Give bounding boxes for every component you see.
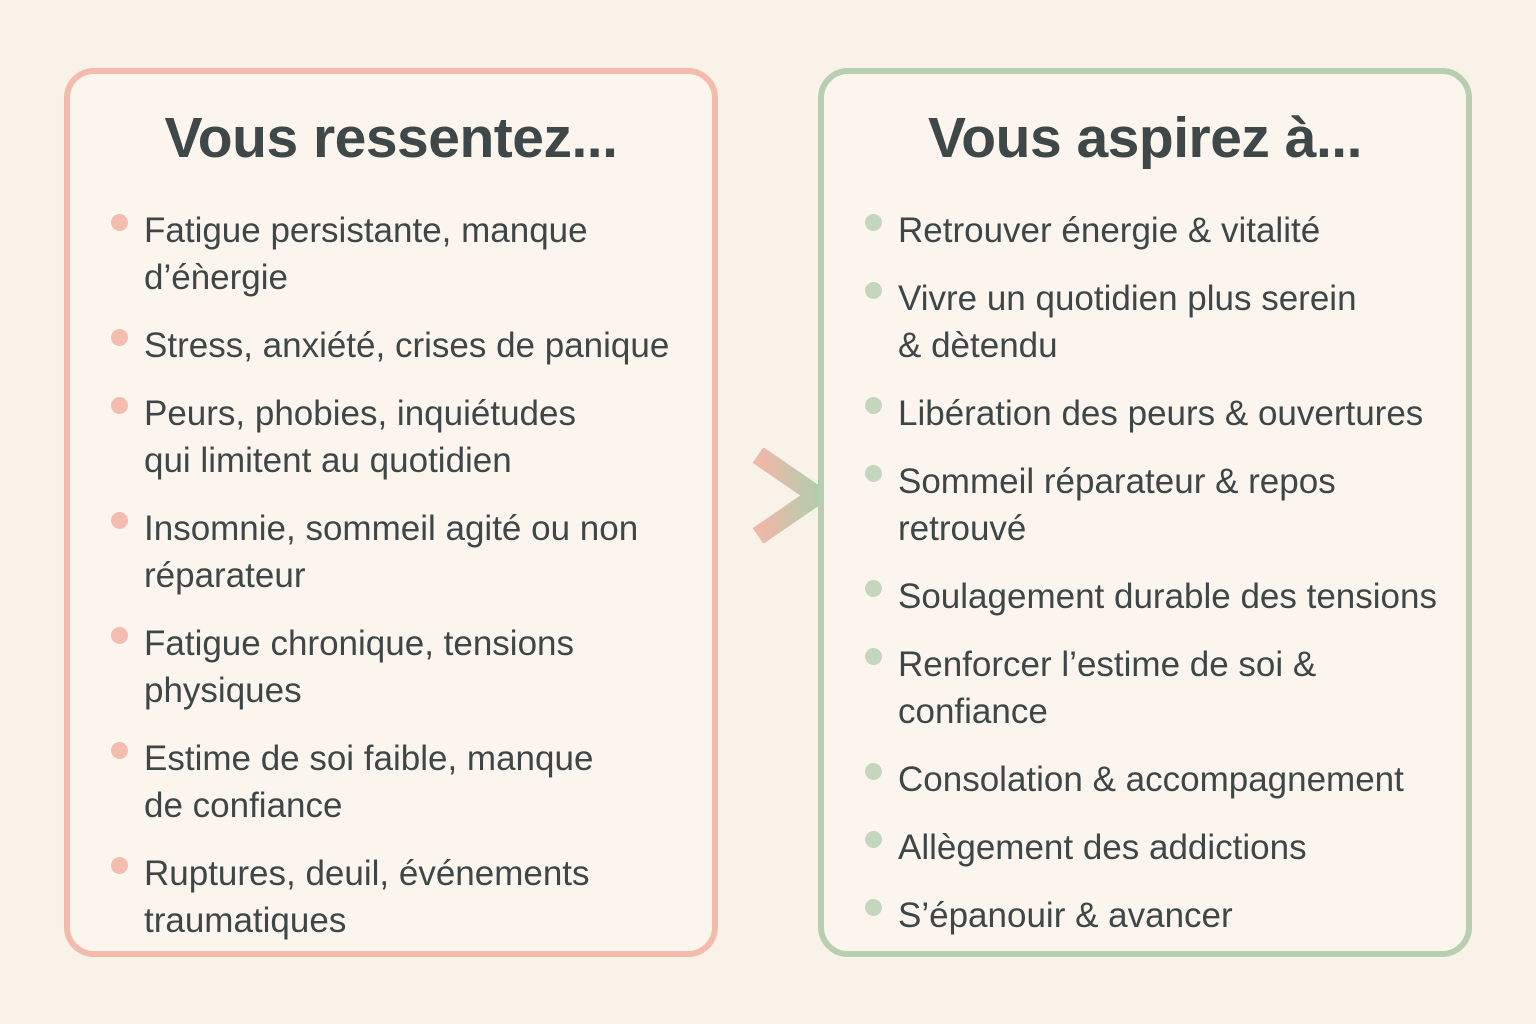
list-item: Renforcer l’estime de soi & confiance <box>865 641 1440 735</box>
list-item-text: Allègement des addictions <box>898 828 1307 867</box>
list-item: Insomnie, sommeil agité ou non réparateu… <box>111 505 686 599</box>
bullet-dot-icon <box>111 857 128 874</box>
bullet-dot-icon <box>865 899 882 916</box>
bullet-dot-icon <box>865 831 882 848</box>
bullet-dot-icon <box>111 397 128 414</box>
list-item-text: Stress, anxiété, crises de panique <box>144 326 670 365</box>
list-item: Stress, anxiété, crises de panique <box>111 322 686 369</box>
list-item-text: S’épanouir & avancer <box>898 896 1233 935</box>
list-item: Soulagement durable des tensions <box>865 573 1440 620</box>
list-item-text: Fatigue persistante, manque d’éǹergie <box>144 211 588 297</box>
list-item-text: Ruptures, deuil, événements traumatiques <box>144 854 590 940</box>
card-vous-ressentez: Vous ressentez... Fatigue persistante, m… <box>64 68 718 957</box>
bullet-dot-icon <box>865 465 882 482</box>
list-item: Consolation & accompagnement <box>865 756 1440 803</box>
list-item: Fatigue persistante, manque d’éǹergie <box>111 207 686 301</box>
left-card-title: Vous ressentez... <box>164 106 618 170</box>
list-item: S’épanouir & avancer <box>865 892 1440 939</box>
bullet-dot-icon <box>865 397 882 414</box>
list-item-text: Sommeil réparateur & repos retrouvé <box>898 462 1336 548</box>
bullet-dot-icon <box>111 742 128 759</box>
bullet-dot-icon <box>865 763 882 780</box>
list-item-text: Estime de soi faible, manque de confianc… <box>144 739 594 825</box>
bullet-dot-icon <box>865 648 882 665</box>
list-item-text: Consolation & accompagnement <box>898 760 1404 799</box>
list-item: Libération des peurs & ouvertures <box>865 390 1440 437</box>
list-item: Estime de soi faible, manque de confianc… <box>111 735 686 829</box>
list-item-text: Retrouver énergie & vitalité <box>898 211 1321 250</box>
list-item: Peurs, phobies, inquiétudes qui limitent… <box>111 390 686 484</box>
list-item-text: Renforcer l’estime de soi & confiance <box>898 645 1317 731</box>
bullet-dot-icon <box>865 580 882 597</box>
list-item: Fatigue chronique, tensions physiques <box>111 620 686 714</box>
list-item-text: Insomnie, sommeil agité ou non réparateu… <box>144 509 639 595</box>
bullet-dot-icon <box>111 512 128 529</box>
right-card-list: Retrouver énergie & vitalité Vivre un qu… <box>824 207 1466 939</box>
right-card-title: Vous aspirez à... <box>928 106 1362 170</box>
bullet-dot-icon <box>865 282 882 299</box>
arrow-svg <box>713 448 830 543</box>
list-item-text: Fatigue chronique, tensions physiques <box>144 624 574 710</box>
left-card-list: Fatigue persistante, manque d’éǹergie St… <box>70 207 712 944</box>
bullet-dot-icon <box>111 329 128 346</box>
bullet-dot-icon <box>865 214 882 231</box>
list-item-text: Vivre un quotidien plus serein & dètendu <box>898 279 1357 365</box>
bullet-dot-icon <box>111 627 128 644</box>
card-vous-aspirez: Vous aspirez à... Retrouver énergie & vi… <box>818 68 1472 957</box>
list-item: Vivre un quotidien plus serein & dètendu <box>865 275 1440 369</box>
list-item-text: Peurs, phobies, inquiétudes qui limitent… <box>144 394 576 480</box>
list-item: Sommeil réparateur & repos retrouvé <box>865 458 1440 552</box>
list-item: Allègement des addictions <box>865 824 1440 871</box>
transition-arrow-icon <box>706 448 830 543</box>
list-item: Retrouver énergie & vitalité <box>865 207 1440 254</box>
bullet-dot-icon <box>111 214 128 231</box>
list-item: Ruptures, deuil, événements traumatiques <box>111 850 686 944</box>
list-item-text: Libération des peurs & ouvertures <box>898 394 1424 433</box>
list-item-text: Soulagement durable des tensions <box>898 577 1437 616</box>
